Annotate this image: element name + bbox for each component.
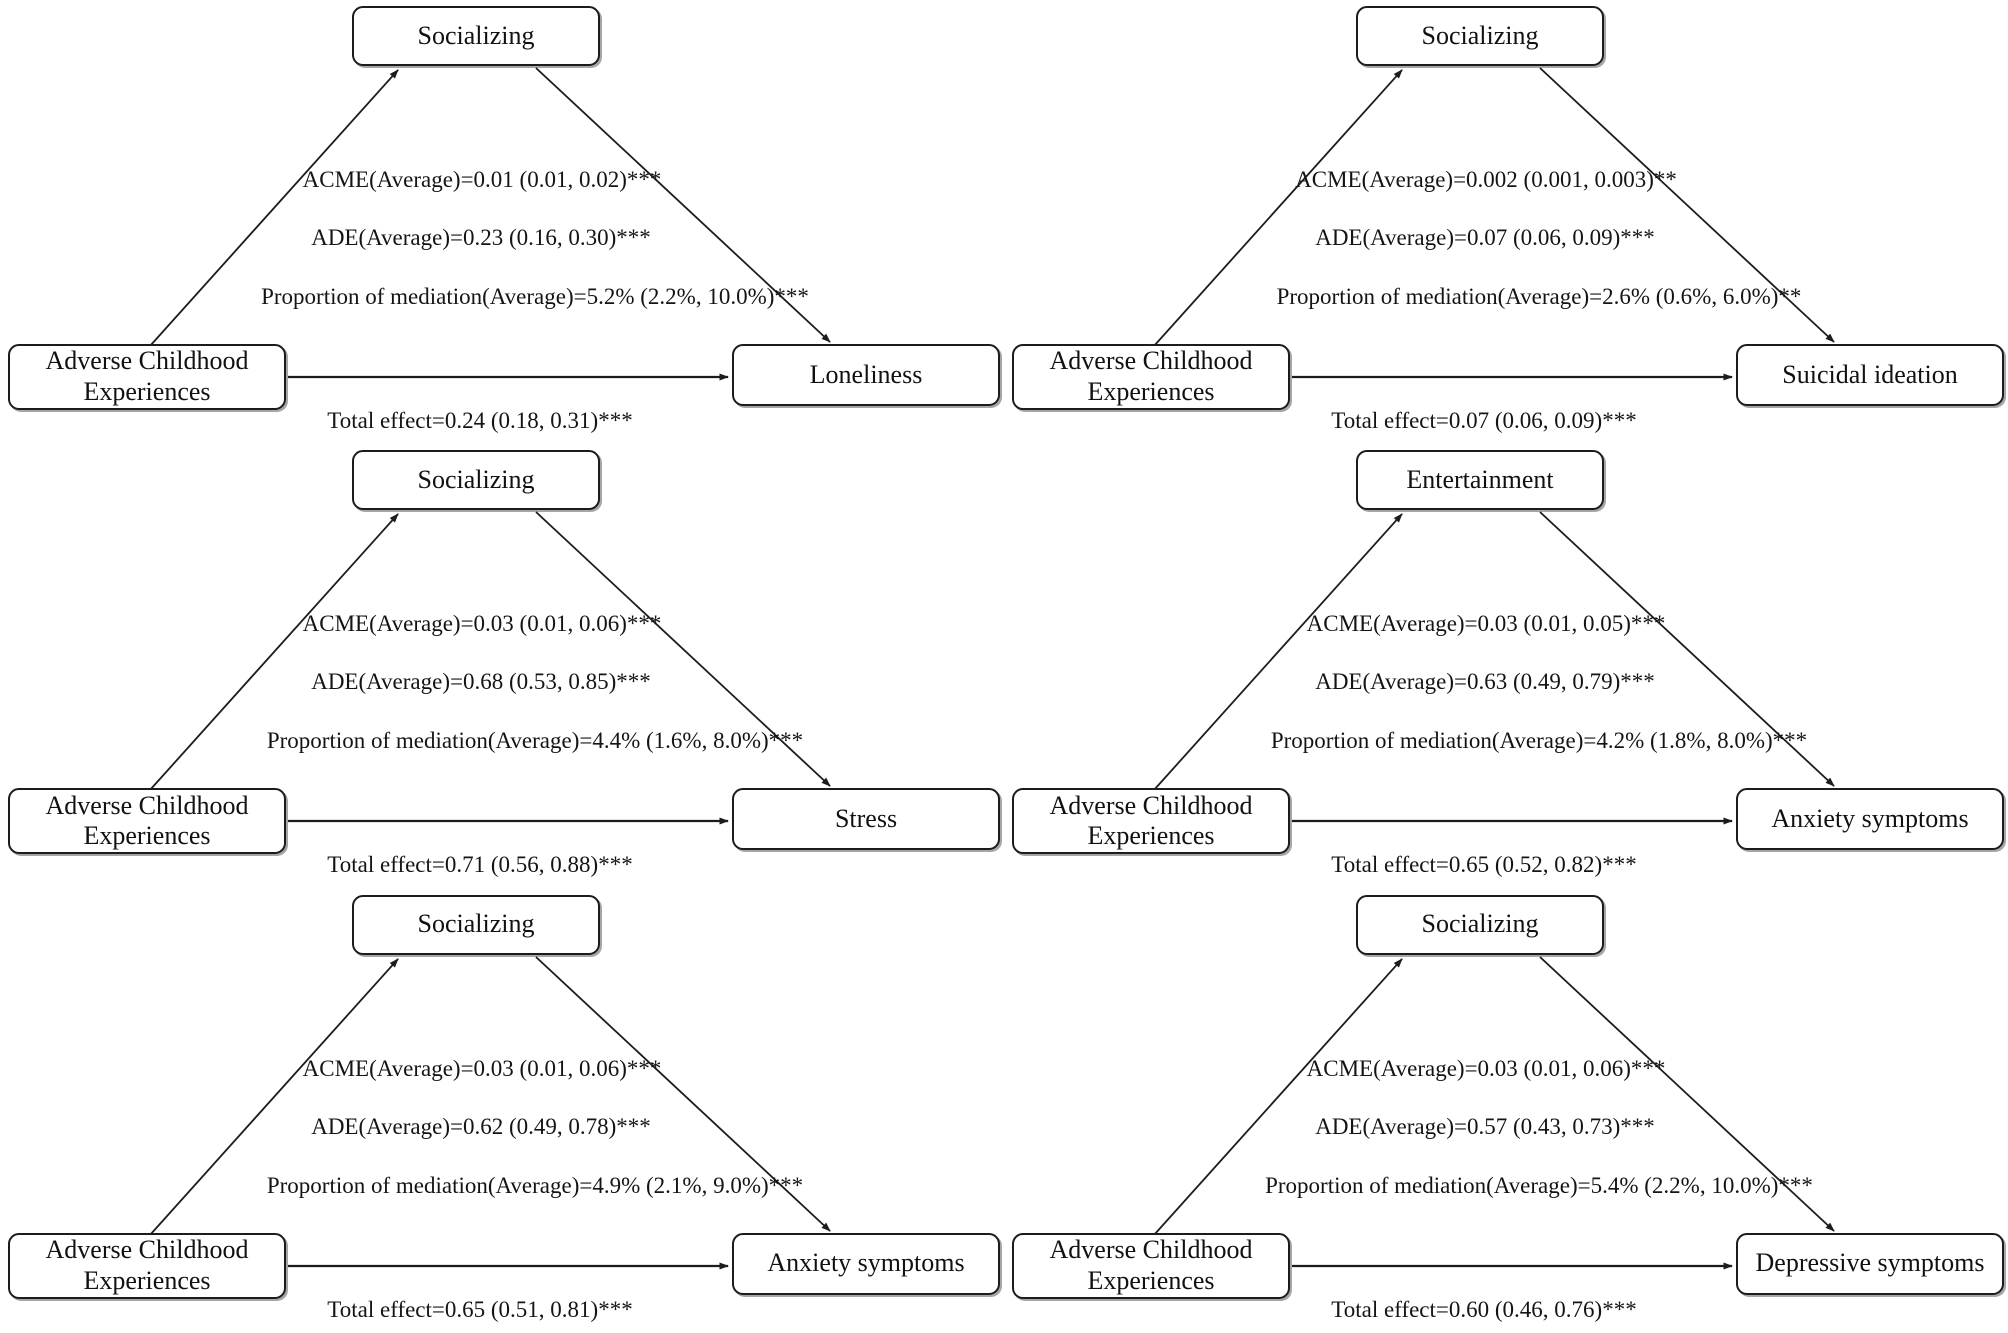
proportion-of-mediation-statistic: Proportion of mediation(Average)=4.4% (1… — [266, 728, 804, 754]
proportion-of-mediation-statistic: Proportion of mediation(Average)=4.2% (1… — [1270, 728, 1808, 754]
mediation-diagram-panel: Socializing Adverse Childhood Experience… — [0, 889, 1004, 1333]
predictor-box: Adverse Childhood Experiences — [1012, 344, 1290, 410]
mediator-label: Socializing — [1421, 20, 1539, 50]
predictor-to-mediator-arrow — [149, 513, 399, 791]
mediation-diagram-panel: Socializing Adverse Childhood Experience… — [0, 0, 1004, 444]
mediator-to-outcome-arrow — [1539, 955, 1835, 1232]
mediator-box: Socializing — [352, 6, 600, 66]
total-effect-statistic: Total effect=0.24 (0.18, 0.31)*** — [327, 408, 633, 433]
mediator-to-outcome-arrow — [535, 955, 831, 1232]
ade-statistic: ADE(Average)=0.23 (0.16, 0.30)*** — [311, 225, 651, 250]
proportion-of-mediation-statistic: Proportion of mediation(Average)=4.9% (2… — [266, 1172, 804, 1198]
total-effect-statistic: Total effect=0.07 (0.06, 0.09)*** — [1331, 408, 1637, 433]
mediator-label: Socializing — [1421, 909, 1539, 939]
proportion-of-mediation-statistic: Proportion of mediation(Average)=5.4% (2… — [1265, 1172, 1813, 1198]
mediator-label: Socializing — [417, 20, 535, 50]
outcome-label: Loneliness — [809, 359, 923, 389]
outcome-label: Stress — [834, 803, 898, 833]
predictor-to-mediator-arrow — [149, 957, 399, 1236]
proportion-of-mediation-statistic: Proportion of mediation(Average)=5.2% (2… — [261, 284, 809, 309]
predictor-label: Adverse Childhood Experiences — [45, 790, 249, 851]
mediator-box: Socializing — [352, 894, 600, 955]
path-arrows — [149, 67, 831, 381]
acme-statistic: ACME(Average)=0.03 (0.01, 0.06)*** — [302, 611, 662, 637]
path-arrows — [149, 955, 831, 1270]
predictor-box: Adverse Childhood Experiences — [1012, 788, 1290, 855]
outcome-box: Anxiety symptoms — [1736, 788, 2004, 851]
outcome-box: Stress — [732, 788, 1000, 851]
ade-statistic: ADE(Average)=0.68 (0.53, 0.85)*** — [311, 669, 651, 695]
ade-statistic: ADE(Average)=0.07 (0.06, 0.09)*** — [1315, 225, 1655, 250]
mediation-diagram-panel: Socializing Adverse Childhood Experience… — [1004, 889, 2008, 1333]
predictor-label: Adverse Childhood Experiences — [1049, 1234, 1253, 1295]
acme-statistic: ACME(Average)=0.03 (0.01, 0.06)*** — [1306, 1055, 1666, 1081]
mediator-to-outcome-arrow — [535, 511, 831, 788]
mediator-label: Socializing — [417, 464, 535, 494]
mediator-box: Socializing — [352, 450, 600, 511]
predictor-box: Adverse Childhood Experiences — [1012, 1232, 1290, 1299]
predictor-to-mediator-arrow — [149, 69, 399, 347]
mediator-to-outcome-arrow — [535, 67, 831, 343]
outcome-label: Depressive symptoms — [1755, 1248, 1985, 1278]
acme-statistic: ACME(Average)=0.03 (0.01, 0.05)*** — [1306, 611, 1666, 637]
outcome-label: Anxiety symptoms — [767, 1248, 965, 1278]
mediator-box: Entertainment — [1356, 450, 1604, 511]
acme-statistic: ACME(Average)=0.002 (0.001, 0.003)** — [1295, 167, 1677, 192]
outcome-label: Anxiety symptoms — [1771, 803, 1969, 833]
predictor-box: Adverse Childhood Experiences — [8, 344, 286, 410]
outcome-label: Suicidal ideation — [1782, 359, 1958, 389]
ade-statistic: ADE(Average)=0.57 (0.43, 0.73)*** — [1315, 1113, 1655, 1139]
predictor-label: Adverse Childhood Experiences — [45, 346, 249, 406]
total-effect-statistic: Total effect=0.60 (0.46, 0.76)*** — [1331, 1296, 1637, 1322]
outcome-box: Anxiety symptoms — [732, 1232, 1000, 1295]
predictor-label: Adverse Childhood Experiences — [1049, 346, 1253, 406]
mediator-label: Entertainment — [1406, 464, 1554, 494]
path-arrows — [1153, 511, 1835, 825]
mediation-diagram-panel: Socializing Adverse Childhood Experience… — [1004, 0, 2008, 444]
predictor-label: Adverse Childhood Experiences — [1049, 790, 1253, 851]
ade-statistic: ADE(Average)=0.63 (0.49, 0.79)*** — [1315, 669, 1655, 695]
outcome-box: Loneliness — [732, 344, 1000, 406]
mediation-diagram-panel: Socializing Adverse Childhood Experience… — [0, 444, 1004, 888]
path-arrows — [149, 511, 831, 825]
predictor-to-mediator-arrow — [1153, 69, 1403, 347]
acme-statistic: ACME(Average)=0.03 (0.01, 0.06)*** — [302, 1055, 662, 1081]
mediator-to-outcome-arrow — [1539, 511, 1835, 788]
total-effect-statistic: Total effect=0.65 (0.52, 0.82)*** — [1331, 852, 1637, 878]
path-arrows — [1153, 67, 1835, 381]
ade-statistic: ADE(Average)=0.62 (0.49, 0.78)*** — [311, 1113, 651, 1139]
mediation-diagram-panel: Entertainment Adverse Childhood Experien… — [1004, 444, 2008, 888]
proportion-of-mediation-statistic: Proportion of mediation(Average)=2.6% (0… — [1276, 284, 1802, 309]
mediator-box: Socializing — [1356, 6, 1604, 66]
mediator-to-outcome-arrow — [1539, 67, 1835, 343]
total-effect-statistic: Total effect=0.65 (0.51, 0.81)*** — [327, 1296, 633, 1322]
predictor-box: Adverse Childhood Experiences — [8, 1232, 286, 1299]
predictor-label: Adverse Childhood Experiences — [45, 1234, 249, 1295]
acme-statistic: ACME(Average)=0.01 (0.01, 0.02)*** — [302, 167, 662, 192]
path-arrows — [1153, 955, 1835, 1270]
predictor-to-mediator-arrow — [1153, 957, 1403, 1236]
total-effect-statistic: Total effect=0.71 (0.56, 0.88)*** — [327, 852, 633, 878]
predictor-to-mediator-arrow — [1153, 513, 1403, 791]
outcome-box: Depressive symptoms — [1736, 1232, 2004, 1295]
outcome-box: Suicidal ideation — [1736, 344, 2004, 406]
mediator-label: Socializing — [417, 909, 535, 939]
mediator-box: Socializing — [1356, 894, 1604, 955]
predictor-box: Adverse Childhood Experiences — [8, 788, 286, 855]
